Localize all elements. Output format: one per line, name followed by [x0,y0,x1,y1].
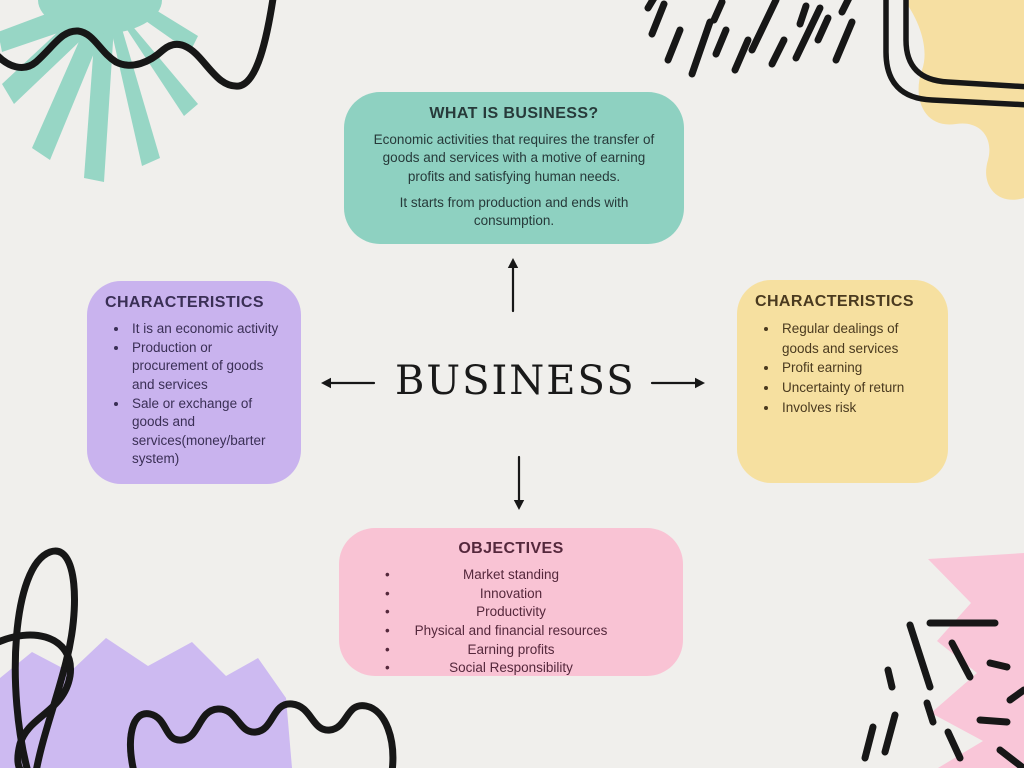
list-item: Market standing [357,566,665,585]
squiggle-wave-doodle [0,0,277,90]
dash-strokes-bottom-right [861,619,1024,768]
list-item: Physical and financial resources [357,622,665,641]
yellow-blob [904,0,1024,200]
node-characteristics-left: CHARACTERISTICS It is an economic activi… [87,281,301,484]
list-item: Earning profits [357,641,665,660]
rounded-corner-line-inner [903,0,1024,90]
list-item: Productivity [357,603,665,622]
node-title: WHAT IS BUSINESS? [429,105,599,122]
definition-paragraph: Economic activities that requires the tr… [373,132,655,184]
central-topic: BUSINESS [395,358,636,404]
characteristics-right-list: Regular dealings of goods and services P… [755,319,938,418]
node-what-is-business: WHAT IS BUSINESS? Economic activities th… [344,92,684,244]
objectives-list: Market standing Innovation Productivity … [357,566,665,678]
loop-doodle [11,547,78,768]
list-item: Uncertainty of return [779,378,938,398]
list-item: Involves risk [779,398,938,418]
characteristics-left-list: It is an economic activity Production or… [105,320,289,469]
rounded-corner-line-outer [883,0,1024,108]
list-item: It is an economic activity [129,320,289,339]
list-item: Sale or exchange of goods and services(m… [129,395,289,470]
arrow-down [513,455,525,510]
purple-star-blob [0,638,292,768]
crossing-curve-doodle [0,631,74,768]
arrow-up [507,258,519,313]
list-item: Regular dealings of goods and services [779,319,938,358]
arrow-right [650,377,705,389]
node-title: CHARACTERISTICS [105,294,264,311]
node-title: OBJECTIVES [458,540,564,557]
arrow-left [321,377,376,389]
hatch-dashes-top-right [644,0,856,78]
node-objectives: OBJECTIVES Market standing Innovation Pr… [339,528,683,678]
list-item: Profit earning [779,358,938,378]
pink-zigzag-blob [928,553,1024,768]
definition-paragraph: It starts from production and ends with … [399,195,629,229]
corner-blob-yellow [883,0,1024,200]
list-item: Social Responsibility [357,659,665,678]
node-characteristics-right: CHARACTERISTICS Regular dealings of good… [737,280,948,483]
wavy-line-doodle [127,700,397,768]
list-item: Production or procurement of goods and s… [129,339,289,395]
list-item: Innovation [357,585,665,604]
node-title: CHARACTERISTICS [755,293,914,310]
starburst-shape [0,0,198,182]
